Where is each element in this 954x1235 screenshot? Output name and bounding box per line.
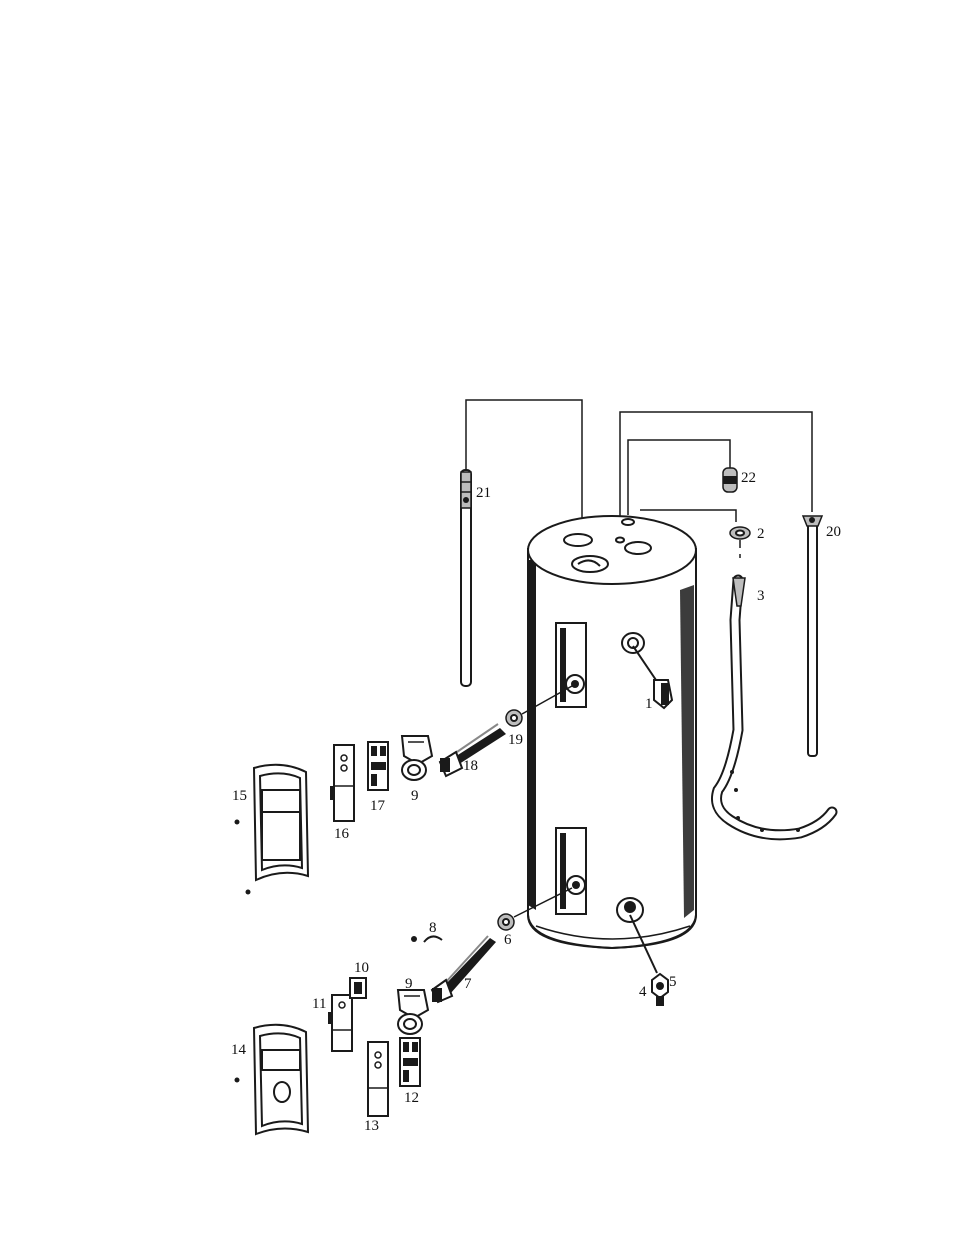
- part-12-label: 12: [404, 1090, 419, 1106]
- wire-clip: [411, 936, 442, 942]
- part-7-label: 7: [464, 976, 472, 992]
- part-11-label: 11: [312, 996, 326, 1012]
- lower-heating-element: [432, 936, 496, 1002]
- part-19-label: 19: [508, 732, 523, 748]
- part-2-label: 2: [757, 526, 765, 542]
- part-8-label: 8: [429, 920, 437, 936]
- part-1-label: 1: [645, 696, 653, 712]
- heat-trap-nipple: [723, 468, 737, 492]
- part-5-label: 5: [669, 974, 677, 990]
- part-3-label: 3: [757, 588, 765, 604]
- flue-rod: [803, 516, 822, 756]
- water-heater-tank: [528, 516, 696, 948]
- upper-thermostat-cover: [330, 745, 354, 821]
- upper-thermostat: [368, 742, 388, 790]
- lower-bracket: [328, 995, 352, 1051]
- lower-thermostat-cover: [368, 1042, 388, 1116]
- part-15-label: 15: [232, 788, 247, 804]
- part-9-lower-label: 9: [405, 976, 413, 992]
- part-9-upper-label: 9: [411, 788, 419, 804]
- lower-thermostat: [400, 1038, 420, 1086]
- upper-thermostat-bracket: [402, 736, 432, 780]
- part-10-label: 10: [354, 960, 369, 976]
- part-17-label: 17: [370, 798, 386, 814]
- part-18-label: 18: [463, 758, 478, 774]
- upper-access-cover: [235, 765, 309, 895]
- part-21-label: 21: [476, 485, 491, 501]
- part-20-label: 20: [826, 524, 841, 540]
- part-4-label: 4: [639, 984, 647, 1000]
- lower-thermostat-bracket: [398, 990, 428, 1034]
- part-13-label: 13: [364, 1118, 379, 1134]
- part-16-label: 16: [334, 826, 350, 842]
- anode-rod: [461, 470, 471, 686]
- part-6-label: 6: [504, 932, 512, 948]
- gasket: [730, 527, 750, 539]
- terminal-block: [350, 978, 366, 998]
- part-22-label: 22: [741, 470, 756, 486]
- part-14-label: 14: [231, 1042, 247, 1058]
